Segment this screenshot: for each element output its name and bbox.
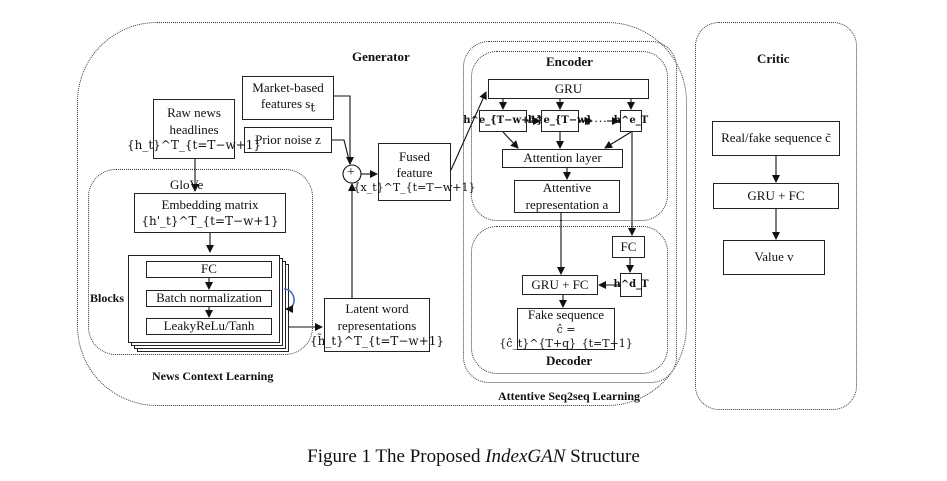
- edge-h3-to-attention: [604, 131, 632, 149]
- latent-line1: Latent word: [345, 301, 409, 317]
- latent-word-box: Latent word representations {h̃_t}^T_{t=…: [310, 298, 444, 352]
- market-features-subscript: t: [310, 100, 316, 115]
- hidden-state-first: h^e_{T−w+1}: [463, 110, 543, 132]
- fused-line1: Fused: [398, 148, 431, 164]
- embedding-line1: Embedding matrix: [161, 197, 259, 213]
- prior-noise-box: Prior noise z: [244, 127, 332, 153]
- fused-line2: feature: [396, 165, 433, 181]
- attention-layer-label: Attention layer: [523, 150, 602, 166]
- latent-math: {h̃_t}^T_{t=T−w+1}: [309, 333, 445, 348]
- decoder-region: [471, 226, 668, 374]
- hidden-state-second-label: h^e_{T−w}: [527, 114, 593, 126]
- decoder-fc-box: FC: [612, 236, 645, 258]
- edge-market-to-sum: [334, 95, 354, 165]
- hidden-state-second: h^e_{T−w}: [528, 110, 592, 132]
- critic-gru-fc-label: GRU + FC: [747, 187, 805, 203]
- ellipsis: …: [594, 110, 607, 125]
- fake-sequence-box: Fake sequence ĉ = {ĉ_t}^{T+q}_{t=T+1}: [499, 307, 633, 350]
- gru-label: GRU: [554, 80, 583, 96]
- critic-input-box: Real/fake sequence c̃: [712, 121, 840, 156]
- embedding-math: {h'_t}^T_{t=T−w+1}: [141, 213, 279, 228]
- encoder-title: Encoder: [546, 54, 593, 69]
- critic-region: [695, 22, 857, 410]
- blocks-label: Blocks: [90, 291, 125, 305]
- seq2seq-outer-region: [463, 41, 677, 383]
- caption-suffix: Structure: [565, 446, 640, 467]
- critic-title: Critic: [757, 51, 790, 66]
- market-features-box: Market-based features st: [242, 76, 334, 120]
- hidden-state-last: h^e_T: [614, 110, 648, 132]
- hidden-state-first-label: h^e_{T−w+1}: [463, 114, 543, 126]
- critic-gru-fc-box: GRU + FC: [713, 183, 839, 209]
- encoder-region: [471, 51, 668, 221]
- critic-value-label: Value v: [754, 249, 794, 265]
- decoder-hidden-state-label: h^d_T: [613, 278, 649, 290]
- attentive-representation-box: Attentive representation a: [514, 180, 620, 213]
- attentive-line2: representation a: [525, 196, 609, 212]
- raw-news-box: Raw news headlines {h_t}^T_{t=T−w+1}: [127, 99, 261, 159]
- edge-h1-to-attention: [502, 131, 519, 149]
- fake-math: ĉ = {ĉ_t}^{T+q}_{t=T+1}: [499, 323, 633, 351]
- market-features-text: Market-based features s: [252, 80, 324, 112]
- decoder-title: Decoder: [546, 353, 593, 368]
- attention-layer-box: Attention layer: [502, 149, 623, 168]
- raw-news-line1: Raw news: [167, 105, 221, 121]
- raw-news-line2: headlines: [169, 121, 219, 137]
- attentive-line1: Attentive: [542, 180, 592, 196]
- embedding-matrix-box: Embedding matrix {h'_t}^T_{t=T−w+1}: [134, 193, 286, 233]
- fused-math: {x_t}^T_{t=T−w+1}: [353, 181, 476, 195]
- latent-line2: representations: [337, 317, 417, 333]
- edge-noise-to-sum: [332, 139, 351, 165]
- generator-title: Generator: [352, 49, 410, 64]
- caption-prefix: Figure 1 The Proposed: [307, 446, 486, 467]
- decoder-fc-label: FC: [620, 238, 637, 254]
- fc-block: FC: [146, 261, 272, 278]
- fc-block-label: FC: [201, 261, 217, 277]
- news-context-title: News Context Learning: [152, 369, 274, 383]
- fused-feature-box: Fused feature {x_t}^T_{t=T−w+1}: [354, 143, 476, 201]
- edge-fused-to-gru: [450, 91, 487, 171]
- batch-norm-block: Batch normalization: [146, 290, 272, 307]
- activation-label: LeakyReLu/Tanh: [163, 318, 255, 334]
- batch-norm-label: Batch normalization: [156, 290, 262, 306]
- fake-line1: Fake sequence: [527, 307, 605, 323]
- seq2seq-title: Attentive Seq2seq Learning: [498, 389, 640, 403]
- generator-region: [77, 22, 687, 406]
- decoder-gru-fc-box: GRU + FC: [522, 275, 598, 295]
- blocks-loop-arrow: [283, 288, 295, 313]
- decoder-gru-fc-label: GRU + FC: [531, 276, 589, 292]
- gru-box: GRU: [488, 79, 649, 99]
- caption-model: IndexGAN: [485, 446, 566, 467]
- activation-block: LeakyReLu/Tanh: [146, 318, 272, 335]
- critic-value-box: Value v: [723, 240, 825, 275]
- sum-symbol: +: [347, 165, 355, 180]
- figure-caption: Figure 1 The Proposed IndexGAN Structure: [0, 446, 947, 468]
- prior-noise-text: Prior noise z: [255, 131, 321, 147]
- hidden-state-last-label: h^e_T: [613, 114, 649, 126]
- decoder-hidden-state: h^d_T: [613, 273, 649, 297]
- raw-news-math: {h_t}^T_{t=T−w+1}: [126, 137, 262, 152]
- critic-input-label: Real/fake sequence c̃: [721, 130, 831, 146]
- news-context-region: [88, 169, 313, 355]
